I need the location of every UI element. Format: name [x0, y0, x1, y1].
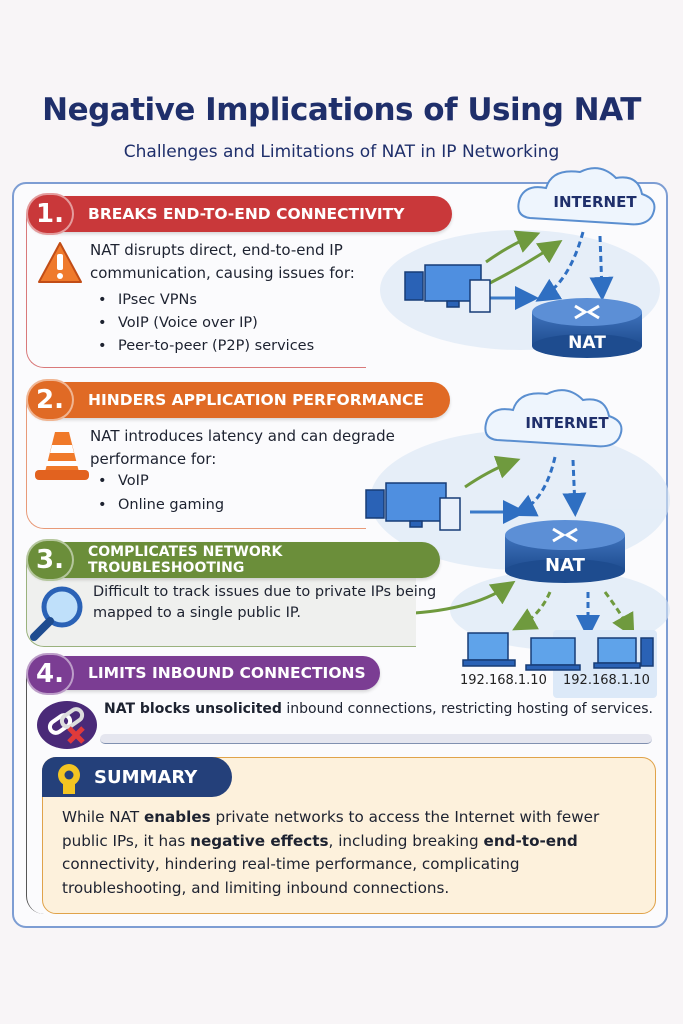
summary-bold: negative effects — [190, 831, 329, 850]
summary-part: connectivity, hindering real-time perfor… — [62, 855, 520, 897]
list-item: VoIP (Voice over IP) — [98, 312, 258, 335]
traffic-cone-icon — [35, 432, 89, 480]
section-number: 4. — [26, 653, 74, 695]
page-subtitle: Challenges and Limitations of NAT in IP … — [123, 142, 560, 162]
summary-part: While NAT — [62, 808, 144, 826]
page-title: Negative Implications of Using NAT — [42, 92, 641, 128]
section-4-header: 4. LIMITS INBOUND CONNECTIONS — [26, 653, 380, 695]
cloud-icon — [517, 167, 656, 226]
ip-label: 192.168.1.10 — [460, 673, 547, 688]
section-4-text-rest: inbound connections, restricting hosting… — [281, 701, 653, 717]
summary-heading: SUMMARY — [94, 766, 198, 788]
section-2-header: 2. HINDERS APPLICATION PERFORMANCE — [26, 379, 450, 421]
summary-part: private networks to access the Internet … — [62, 808, 600, 850]
summary-header: SUMMARY — [42, 757, 232, 797]
summary-part: , including breaking — [328, 831, 484, 850]
nat-label: NAT — [568, 333, 606, 353]
cloud-icon — [484, 389, 623, 448]
divider — [100, 734, 652, 744]
summary-bold: enables — [143, 808, 211, 826]
laptop-icon — [462, 632, 516, 667]
ip-label: 192.168.1.10 — [563, 673, 650, 688]
section-2-box — [26, 400, 366, 529]
summary-bold: end-to-end — [483, 831, 578, 850]
section-number: 2. — [26, 379, 74, 421]
nat-router-icon — [505, 520, 625, 583]
section-1-text: NAT disrupts direct, end-to-end IP commu… — [90, 241, 355, 282]
section-heading: HINDERS APPLICATION PERFORMANCE — [88, 391, 425, 409]
internet-label: INTERNET — [525, 414, 609, 432]
section-1-header: 1. BREAKS END-TO-END CONNECTIVITY — [26, 193, 452, 235]
computers-icon — [404, 264, 491, 313]
internet-label: INTERNET — [553, 193, 637, 211]
computers-icon — [365, 482, 461, 531]
summary-text: While NAT enables private networks to ac… — [62, 806, 647, 900]
nat-label: NAT — [545, 555, 585, 576]
section-3-text: Difficult to track issues due to private… — [93, 584, 437, 621]
section-4-text: NAT blocks unsolicited inbound connectio… — [104, 698, 653, 721]
laptop-icon — [593, 637, 654, 669]
section-number: 1. — [26, 193, 74, 235]
section-4-text-bold: NAT blocks unsolicited — [104, 701, 282, 717]
section-heading: BREAKS END-TO-END CONNECTIVITY — [88, 205, 405, 223]
nat-router-icon — [532, 298, 642, 358]
section-2-text: NAT introduces latency and can degrade p… — [90, 427, 395, 468]
section-heading: LIMITS INBOUND CONNECTIONS — [88, 664, 366, 682]
magnifier-icon — [30, 586, 83, 641]
list-item: VoIP — [98, 470, 148, 493]
laptop-icon — [525, 637, 581, 671]
section-3-header: 3. COMPLICATES NETWORK TROUBLESHOOTING — [26, 539, 440, 581]
section-1-box — [26, 214, 366, 368]
section-number: 3. — [26, 539, 74, 581]
list-item: Online gaming — [98, 494, 224, 517]
lightbulb-icon — [58, 764, 80, 794]
list-item: IPsec VPNs — [98, 289, 197, 312]
warning-icon — [38, 242, 82, 283]
section-4-box — [26, 674, 46, 914]
broken-link-icon — [37, 701, 97, 749]
section-heading: COMPLICATES NETWORK TROUBLESHOOTING — [88, 544, 283, 576]
list-item: Peer-to-peer (P2P) services — [98, 335, 314, 358]
